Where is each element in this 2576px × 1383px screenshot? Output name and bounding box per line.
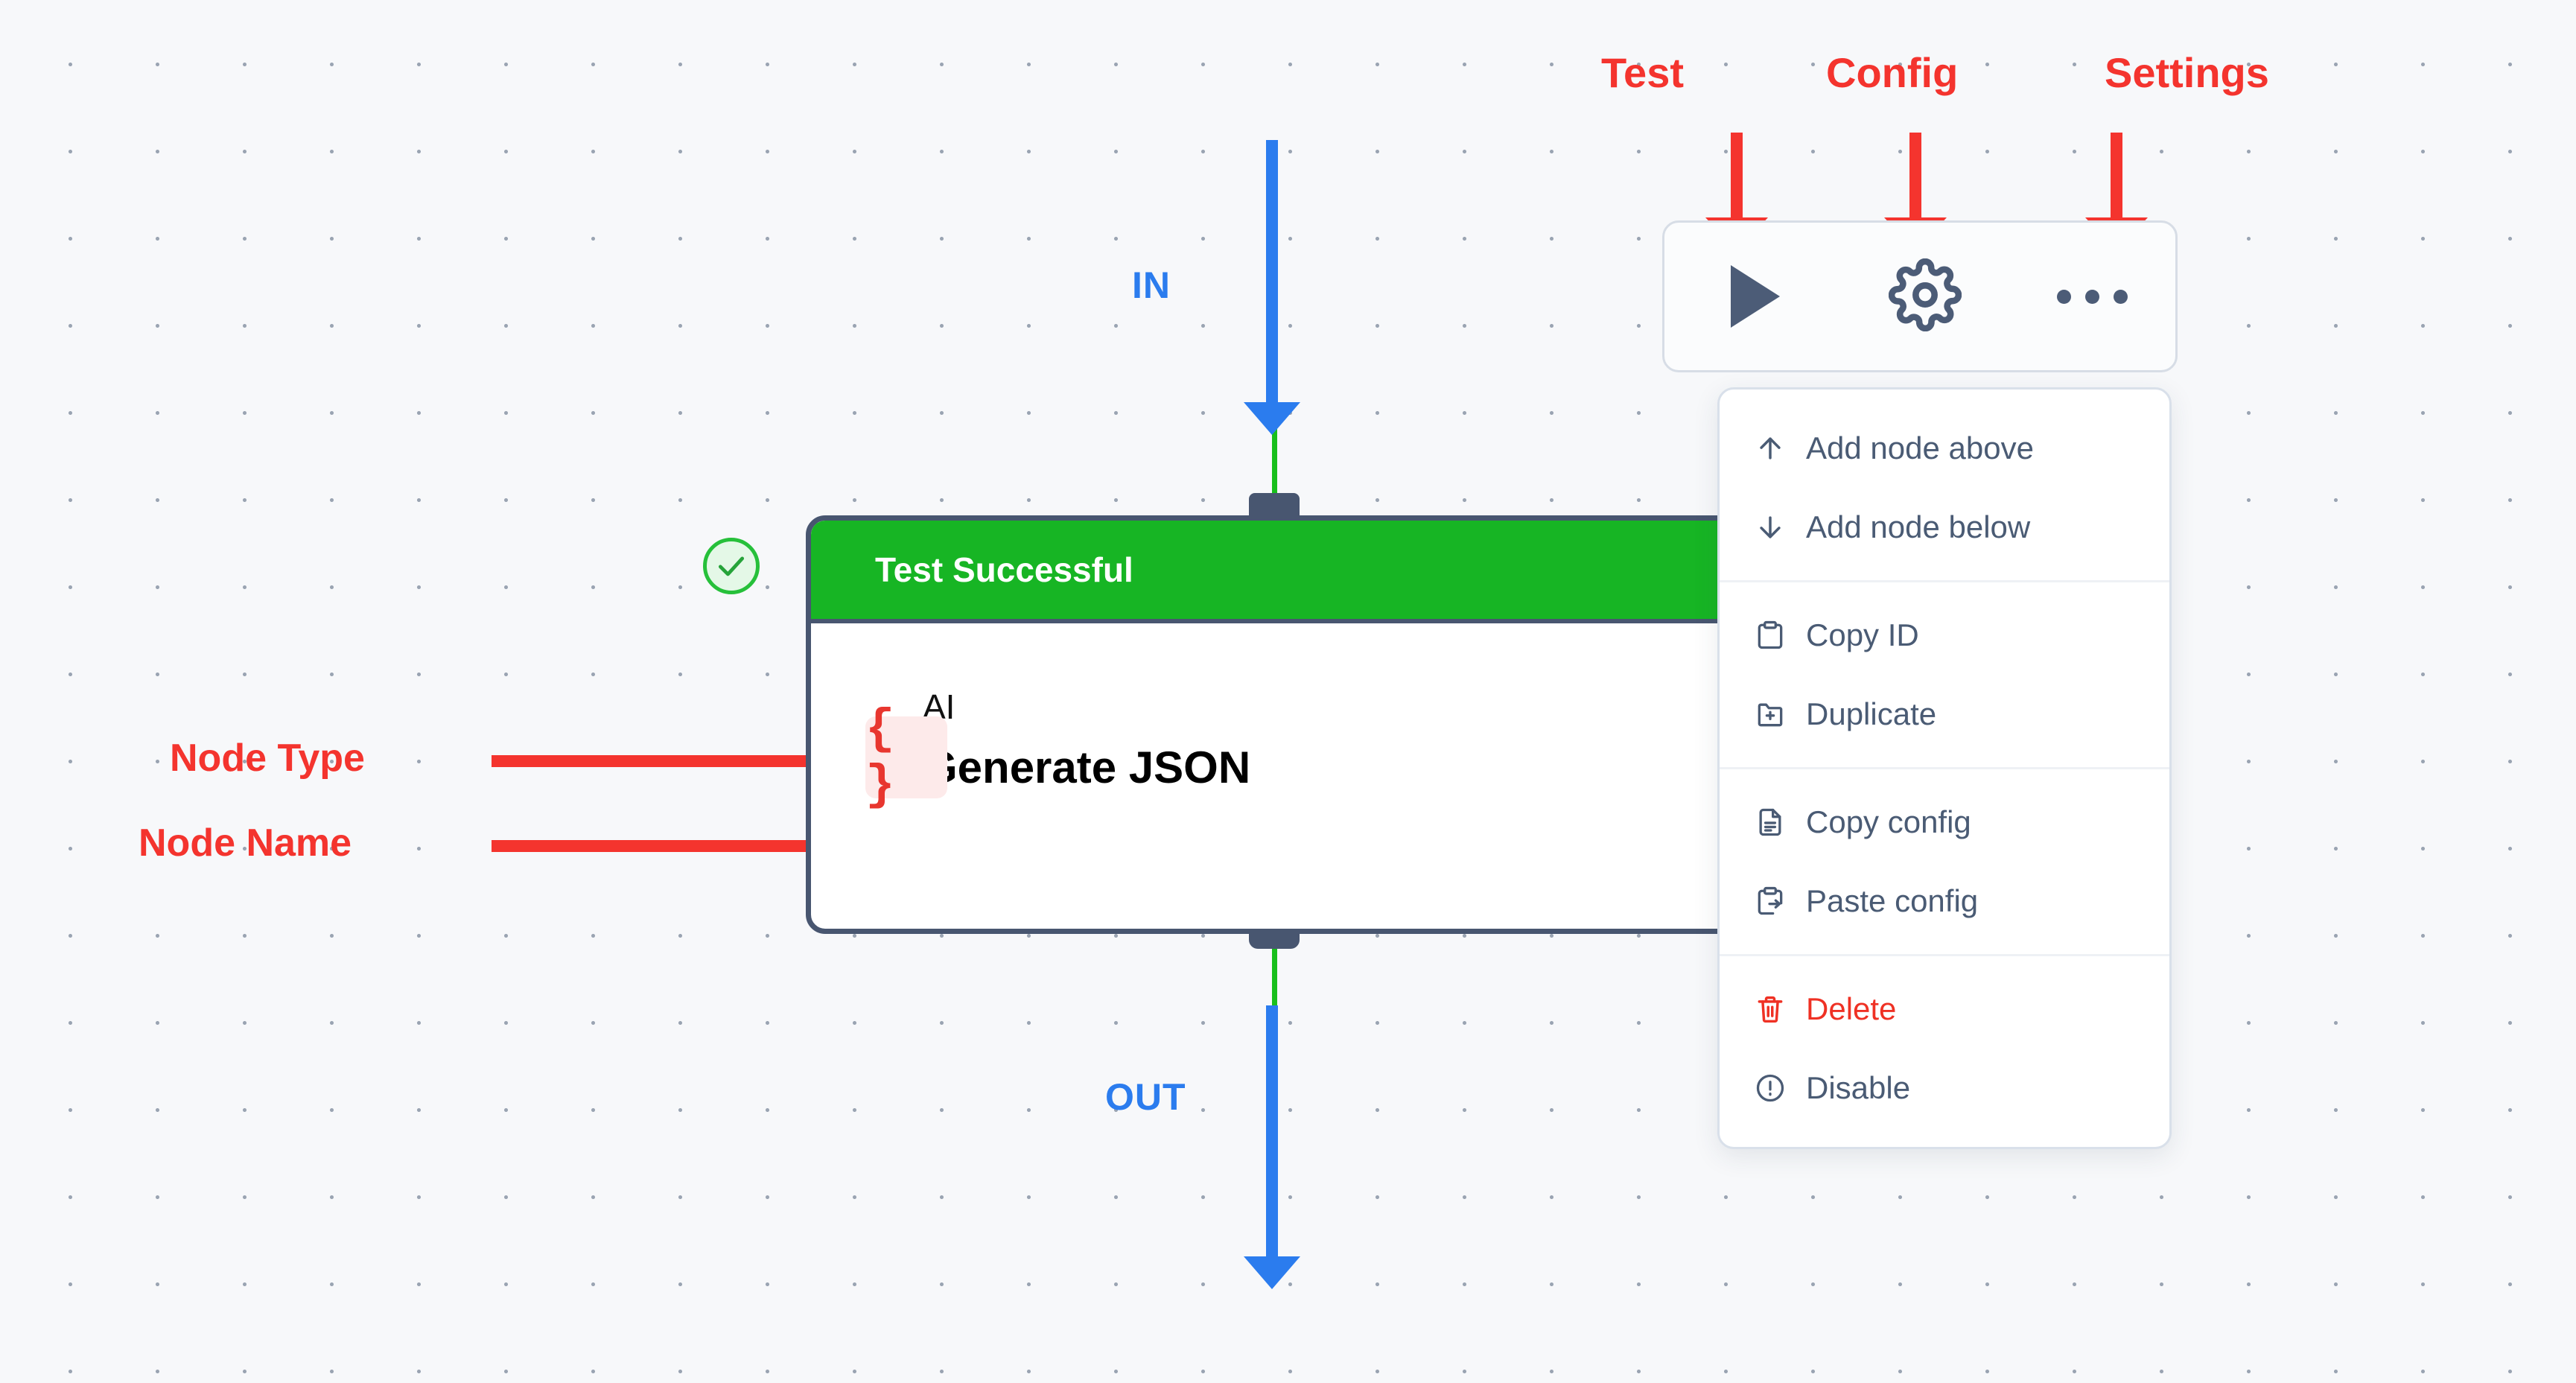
test-button[interactable] — [1664, 223, 1840, 370]
annotation-label-settings: Settings — [2105, 49, 2269, 96]
menu-separator — [1720, 767, 2169, 769]
menu-separator — [1720, 954, 2169, 956]
menu-label: Disable — [1806, 1070, 1911, 1105]
annotation-arrow-config — [1884, 133, 1947, 252]
gear-icon — [1888, 258, 1962, 335]
menu-label: Copy ID — [1806, 617, 1919, 652]
annotation-label-test: Test — [1601, 49, 1684, 96]
menu-item-duplicate[interactable]: Duplicate — [1720, 675, 2169, 754]
workflow-node[interactable]: Test Successful AI Generate JSON — [806, 515, 1804, 934]
out-label: OUT — [1105, 1076, 1186, 1118]
in-arrow — [1244, 140, 1300, 435]
annotation-arrow-settings — [2085, 133, 2148, 252]
folder-plus-icon — [1754, 698, 1799, 731]
settings-button[interactable] — [2010, 223, 2175, 370]
connection-wire-in — [1272, 417, 1277, 521]
menu-item-add-node-above[interactable]: Add node above — [1720, 409, 2169, 488]
menu-label: Add node below — [1806, 509, 2031, 544]
menu-label: Paste config — [1806, 883, 1979, 918]
json-braces-icon: { } — [865, 702, 947, 813]
clipboard-icon — [1754, 619, 1799, 652]
in-label: IN — [1132, 264, 1171, 306]
menu-separator — [1720, 580, 2169, 582]
node-input-port[interactable] — [1249, 493, 1300, 518]
node-status-header: Test Successful — [811, 521, 1799, 623]
annotation-label-node-name: Node Name — [139, 821, 352, 865]
config-button[interactable] — [1840, 223, 2010, 370]
annotation-label-config: Config — [1826, 49, 1959, 96]
ellipsis-icon — [2057, 289, 2128, 304]
play-icon — [1730, 265, 1780, 328]
document-icon — [1754, 806, 1799, 839]
annotation-label-node-type: Node Type — [170, 737, 365, 780]
menu-label: Delete — [1806, 991, 1897, 1026]
arrow-down-icon — [1754, 511, 1799, 544]
success-check-icon — [703, 538, 760, 594]
menu-label: Copy config — [1806, 804, 1971, 839]
menu-item-add-node-below[interactable]: Add node below — [1720, 488, 2169, 567]
trash-icon — [1754, 993, 1799, 1026]
connection-wire-out — [1272, 937, 1277, 1026]
arrow-up-icon — [1754, 432, 1799, 465]
menu-item-copy-id[interactable]: Copy ID — [1720, 596, 2169, 675]
node-toolbar[interactable] — [1662, 220, 2178, 372]
node-type-text: AI — [923, 687, 955, 726]
clipboard-arrow-icon — [1754, 885, 1799, 918]
menu-item-delete[interactable]: Delete — [1720, 970, 2169, 1049]
menu-label: Add node above — [1806, 430, 2034, 465]
menu-item-paste-config[interactable]: Paste config — [1720, 862, 2169, 941]
node-name-text: Generate JSON — [923, 743, 1251, 793]
menu-item-copy-config[interactable]: Copy config — [1720, 783, 2169, 862]
node-context-menu[interactable]: Add node above Add node below Copy ID — [1717, 387, 2172, 1149]
menu-label: Duplicate — [1806, 696, 1937, 731]
node-status-text: Test Successful — [875, 550, 1133, 589]
alert-circle-icon — [1754, 1072, 1799, 1104]
node-body: AI Generate JSON — [811, 623, 1799, 929]
out-arrow — [1244, 1005, 1300, 1289]
menu-item-disable[interactable]: Disable — [1720, 1049, 2169, 1128]
annotation-arrow-test — [1705, 133, 1768, 252]
